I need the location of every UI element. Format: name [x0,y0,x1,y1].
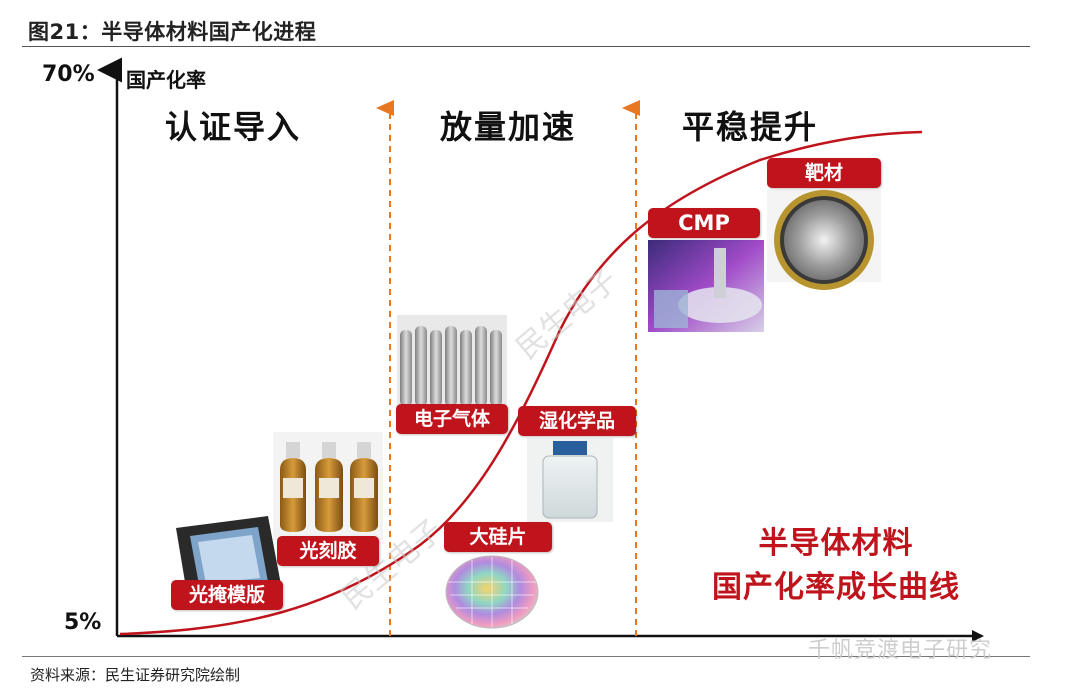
target-disc-image [767,190,881,290]
y-axis-min-label: 5% [64,610,102,635]
footer-divider [22,656,1030,657]
photomask-image [176,516,282,600]
tag-wafer: 大硅片 [444,522,552,552]
tag-target: 靶材 [767,158,881,188]
curve-caption-line2: 国产化率成长曲线 [712,570,960,605]
tag-cmp: CMP [648,208,760,238]
growth-curve [119,130,923,636]
phase-label-acceleration: 放量加速 [440,108,577,146]
source-note: 资料来源：民生证券研究院绘制 [30,666,241,684]
phase-label-certification: 认证导入 [165,108,302,146]
gas-cylinders-image [397,315,507,407]
tag-photoresist: 光刻胶 [277,536,379,566]
photoresist-image [273,432,383,540]
y-axis-max-label: 70% [42,62,95,87]
y-axis-title: 国产化率 [126,68,206,92]
curve-caption: 半导体材料 国产化率成长曲线 [676,522,996,610]
x-axis-arrowhead [972,630,984,642]
tag-wet-chemicals: 湿化学品 [518,406,636,436]
title-divider [22,46,1030,47]
tag-gas: 电子气体 [396,404,508,434]
tag-photomask: 光掩模版 [171,580,283,610]
phase-label-steady: 平稳提升 [682,108,819,146]
wafer-image [445,555,539,629]
wet-chemical-image [527,438,613,522]
brand-watermark: 千帆竞渡电子研究 [808,638,993,663]
figure-title: 图21：半导体材料国产化进程 [28,20,317,44]
cmp-image [648,240,764,332]
curve-caption-line1: 半导体材料 [758,526,914,561]
